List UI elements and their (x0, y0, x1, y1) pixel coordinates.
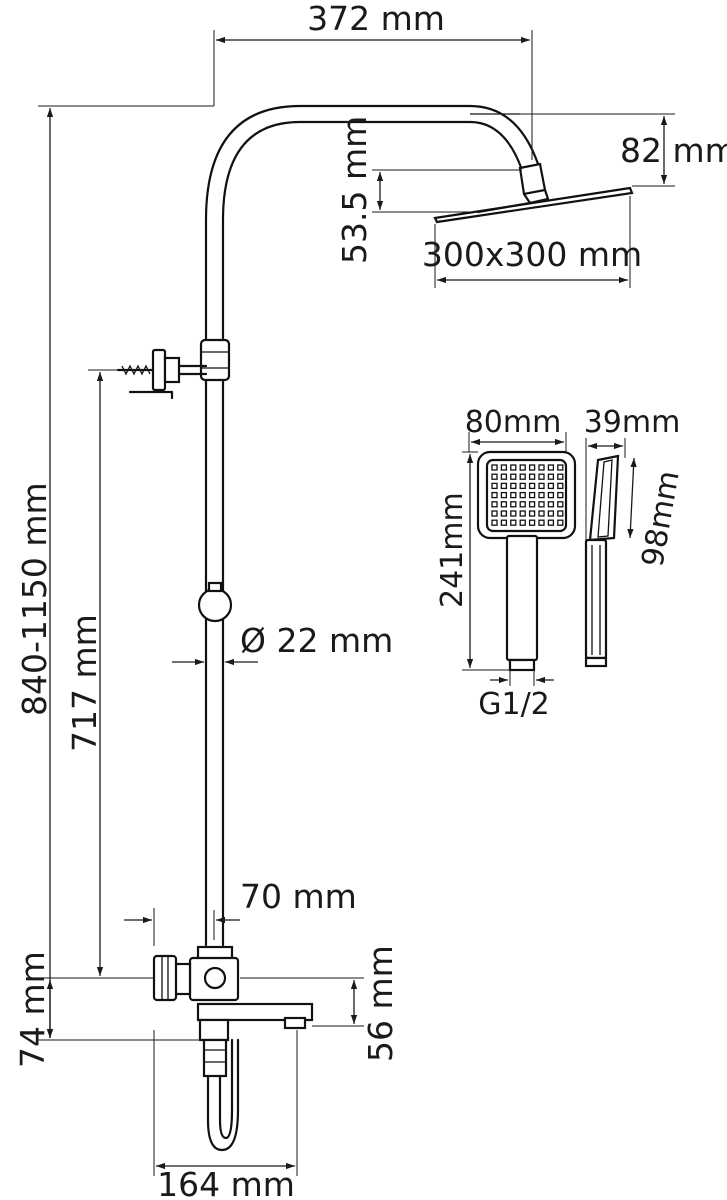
dim-label-mixer-offset: 70 mm (240, 877, 357, 916)
shower-hose (202, 1038, 240, 1152)
spray-nozzle (557, 464, 564, 471)
dim-label-hand-head-length: 98mm (635, 468, 686, 569)
dim-hand-depth: 39mm (584, 405, 681, 540)
dim-hand-length: 241mm (435, 451, 510, 671)
wall-bracket (116, 348, 208, 400)
spray-nozzle (538, 464, 545, 471)
spray-nozzle (557, 501, 564, 508)
dim-hand-width: 80mm (465, 405, 567, 452)
spray-nozzle (519, 491, 526, 499)
spray-nozzle (500, 501, 508, 508)
spray-nozzle (528, 510, 536, 517)
dim-total-height: 840-1150 mm (15, 105, 214, 1041)
dim-label-head-drop: 82 mm (620, 131, 727, 170)
spray-nozzle (491, 519, 498, 526)
spray-nozzle (528, 501, 536, 508)
spray-nozzle (557, 519, 564, 526)
spray-nozzle (491, 482, 498, 490)
spray-nozzle (519, 473, 526, 480)
spray-nozzle (557, 473, 564, 480)
spray-nozzle (538, 519, 545, 526)
dim-label-holder-height: 717 mm (65, 614, 104, 752)
hand-shower-front (476, 450, 577, 672)
dim-label-hand-width: 80mm (465, 405, 562, 440)
spray-nozzle (510, 510, 517, 517)
spray-nozzle (510, 491, 517, 499)
spray-nozzle (491, 501, 498, 508)
dim-hand-thread: G1/2 (478, 670, 554, 722)
dim-hand-head-length: 98mm (627, 457, 687, 569)
dim-mixer-offset: 70 mm (124, 877, 357, 946)
riser-pipe (204, 104, 542, 947)
dim-label-bottom-offset: 74 mm (13, 951, 52, 1068)
spray-nozzle (547, 510, 555, 517)
spray-nozzle (500, 519, 508, 526)
dim-head-thickness: 53.5 mm (335, 116, 522, 264)
dim-label-total-height: 840-1150 mm (15, 482, 54, 716)
dim-label-hand-depth: 39mm (584, 405, 681, 440)
spray-nozzle (519, 482, 526, 490)
spray-nozzle (557, 482, 564, 490)
dim-bottom-offset: 74 mm (13, 951, 154, 1068)
spray-nozzle (547, 491, 555, 499)
dim-label-hand-length: 241mm (435, 492, 470, 608)
dim-arm-length: 372 mm (213, 0, 533, 160)
hand-shower-holder (197, 581, 233, 623)
dim-label-arm-length: 372 mm (307, 0, 445, 38)
spray-nozzle (547, 482, 555, 490)
spray-nozzle (538, 482, 545, 490)
spray-nozzle (528, 519, 536, 526)
spray-nozzle (557, 510, 564, 517)
thermostatic-mixer (152, 945, 314, 1042)
dim-spout-offset: 56 mm (240, 945, 400, 1062)
spray-nozzle (510, 519, 517, 526)
dim-label-spout-reach: 164 mm (157, 1165, 295, 1200)
spray-nozzle (510, 464, 517, 471)
spray-nozzle (500, 510, 508, 517)
rain-shower-head (433, 162, 634, 224)
dim-label-pipe-diameter: Ø 22 mm (240, 621, 393, 660)
spray-nozzle (547, 519, 555, 526)
dim-holder-height: 717 mm (65, 369, 118, 976)
dim-label-head-size: 300x300 mm (422, 235, 642, 274)
dim-head-size: 300x300 mm (422, 196, 642, 288)
spray-nozzle (528, 473, 536, 480)
spray-nozzle (500, 482, 508, 490)
spray-nozzle (491, 464, 498, 471)
spray-nozzle (491, 491, 498, 499)
spray-nozzle (510, 501, 517, 508)
spray-nozzle-grid (491, 464, 564, 526)
spray-nozzle (500, 473, 508, 480)
spray-nozzle (510, 482, 517, 490)
dim-head-drop: 82 mm (470, 113, 727, 187)
spray-nozzle (557, 491, 564, 499)
spray-nozzle (547, 501, 555, 508)
spray-nozzle (538, 501, 545, 508)
spray-nozzle (538, 473, 545, 480)
dim-label-head-thickness: 53.5 mm (335, 116, 374, 264)
spray-nozzle (500, 491, 508, 499)
spray-nozzle (491, 510, 498, 517)
spray-nozzle (547, 473, 555, 480)
spray-nozzle (547, 464, 555, 471)
hand-shower-side (584, 454, 620, 668)
spray-nozzle (538, 491, 545, 499)
spray-nozzle (528, 491, 536, 499)
pipe-coupling (199, 338, 231, 382)
spray-nozzle (510, 473, 517, 480)
spray-nozzle (519, 501, 526, 508)
spray-nozzle (519, 519, 526, 526)
spray-nozzle (519, 464, 526, 471)
spray-nozzle (538, 510, 545, 517)
spray-nozzle (528, 464, 536, 471)
dim-label-spout-offset: 56 mm (361, 945, 400, 1062)
dim-spout-reach: 164 mm (153, 1030, 298, 1200)
spray-nozzle (491, 473, 498, 480)
spray-nozzle (528, 482, 536, 490)
spray-nozzle (519, 510, 526, 517)
dim-pipe-diameter: Ø 22 mm (172, 621, 393, 666)
spray-nozzle (500, 464, 508, 471)
dim-label-hand-thread: G1/2 (478, 687, 550, 722)
